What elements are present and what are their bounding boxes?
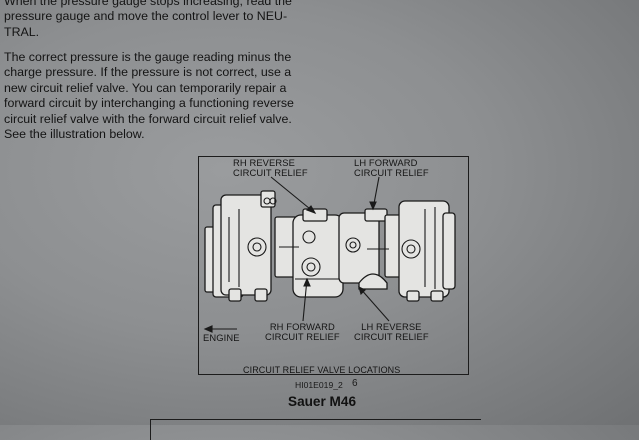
lh-reverse-label: LH REVERSE CIRCUIT RELIEF — [354, 322, 429, 342]
instruction-paragraph-2: The correct pressure is the gauge readin… — [4, 50, 344, 142]
paragraph-line: pressure gauge and move the control leve… — [4, 9, 288, 24]
pump-illustration — [203, 176, 456, 333]
lh-forward-label: LH FORWARD CIRCUIT RELIEF — [354, 158, 429, 178]
figure-code: HI01E019_2 — [295, 380, 343, 390]
label-line: RH REVERSE — [233, 157, 295, 168]
label-line: LH REVERSE — [361, 321, 422, 332]
label-line: LH FORWARD — [354, 157, 418, 168]
paragraph-line: See the illustration below. — [4, 127, 145, 142]
rh-forward-label: RH FORWARD CIRCUIT RELIEF — [265, 322, 340, 342]
paragraph-line: circuit relief valve with the forward ci… — [4, 111, 292, 126]
label-line: CIRCUIT RELIEF — [265, 331, 340, 342]
paragraph-line: new circuit relief valve. You can tempor… — [4, 80, 287, 95]
label-line: CIRCUIT RELIEF — [354, 167, 429, 178]
label-line: CIRCUIT RELIEF — [354, 331, 429, 342]
engine-label: ENGINE — [203, 332, 240, 343]
paragraph-line: forward circuit by interchanging a funct… — [4, 96, 294, 111]
paragraph-line: The correct pressure is the gauge readin… — [4, 50, 292, 64]
figure-caption: CIRCUIT RELIEF VALVE LOCATIONS — [243, 365, 401, 375]
paragraph-line: TRAL. — [4, 24, 40, 39]
paragraph-line: When the pressure gauge stops increasing… — [4, 0, 292, 8]
manual-page: When the pressure gauge stops increasing… — [4, 0, 481, 440]
label-line: RH FORWARD — [269, 321, 335, 332]
rh-reverse-label: RH REVERSE CIRCUIT RELIEF — [233, 158, 308, 178]
relief-valve-figure: RH REVERSE CIRCUIT RELIEF LH FORWARD CIR… — [198, 156, 469, 375]
model-title: Sauer M46 — [288, 394, 357, 409]
page-number: 6 — [352, 378, 358, 389]
label-line: CIRCUIT RELIEF — [233, 167, 308, 178]
instruction-paragraph-1: When the pressure gauge stops increasing… — [4, 0, 344, 40]
next-figure-frame — [150, 419, 481, 440]
paragraph-line: charge pressure. If the pressure is not … — [4, 65, 292, 80]
